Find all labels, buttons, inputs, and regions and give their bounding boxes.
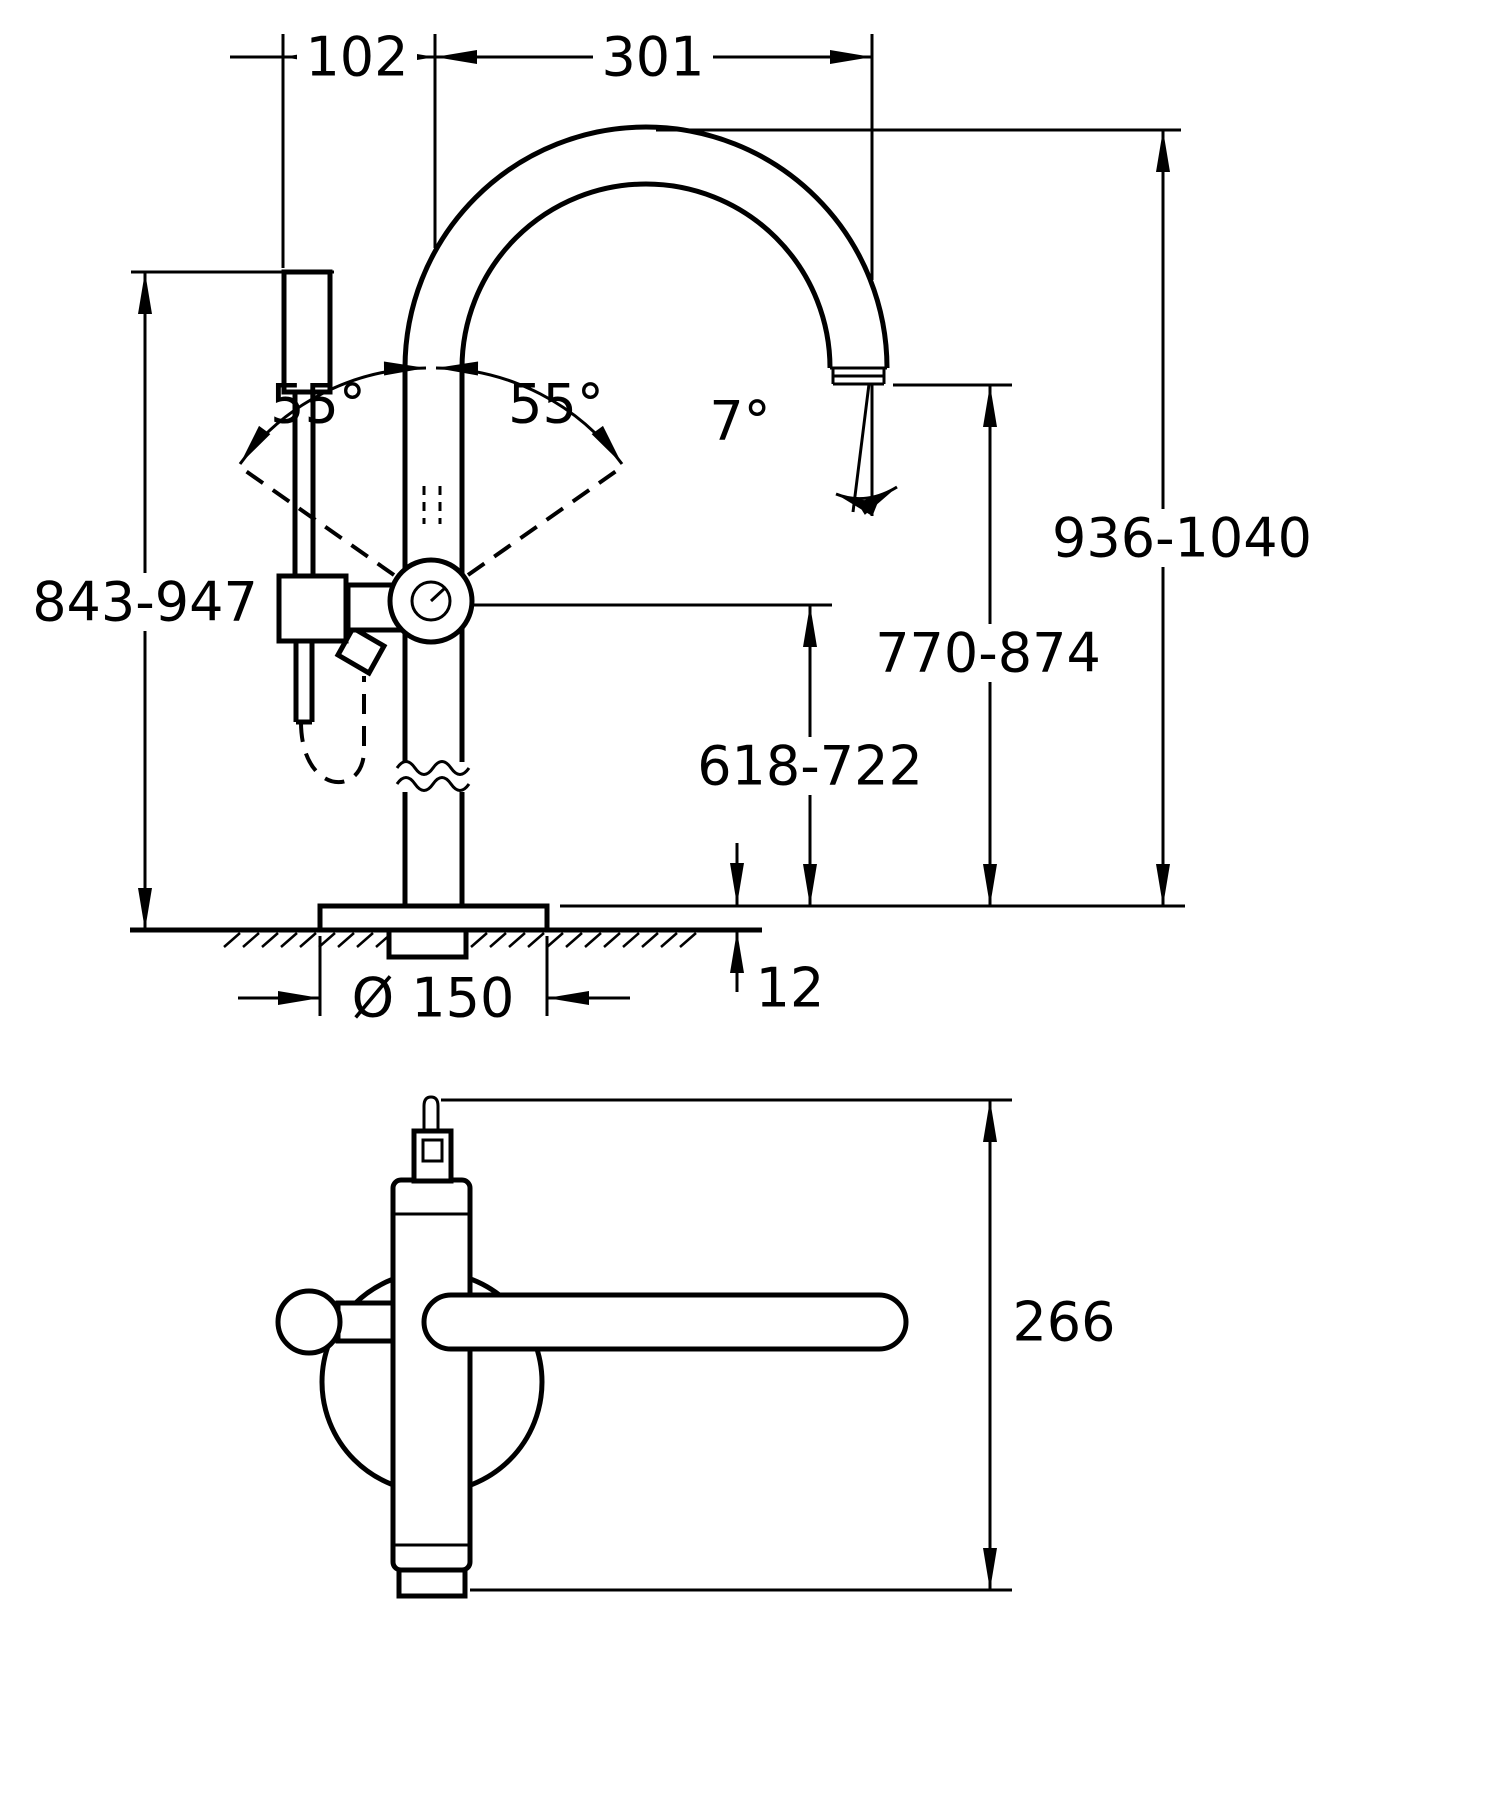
shower-holder [276, 573, 349, 644]
handle-position-left [238, 465, 396, 577]
angle-arc-left [238, 361, 427, 465]
handle-position-right [466, 465, 624, 577]
spout-angle-indicator [835, 383, 898, 517]
plan-bottom-fitting [396, 1567, 468, 1599]
angle-arc-right [435, 361, 624, 465]
angle-left-label: 55° [270, 373, 366, 436]
dim-shower-height [25, 270, 334, 930]
dim-266-label: 266 [1012, 1291, 1115, 1354]
handle-swing-indicator [238, 361, 624, 577]
dim-770-874-label: 770-874 [875, 622, 1101, 685]
angle-right-label: 55° [508, 373, 604, 436]
dim-301-label: 301 [601, 26, 704, 89]
dim-936-1040-label: 936-1040 [1052, 507, 1312, 570]
dim-total-height [656, 128, 1320, 906]
plan-body [390, 1177, 473, 1573]
dim-top-chain [230, 29, 874, 280]
plan-knob-stem [335, 1300, 400, 1344]
handle-hub [387, 557, 475, 645]
plan-view [275, 1095, 909, 1599]
hidden-cartridge-lines [422, 486, 442, 524]
dim-handle-height [472, 603, 930, 906]
break-squiggle [395, 760, 471, 776]
plan-lever-handle [421, 1292, 909, 1352]
hose-nipple [334, 624, 388, 677]
base-plate [317, 903, 550, 960]
aerator [831, 368, 886, 386]
dim-843-947-label: 843-947 [32, 571, 258, 634]
dim-plan-length [441, 1098, 1012, 1592]
dim-base-diameter [238, 936, 630, 1016]
shower-hose [299, 676, 366, 785]
hand-shower [276, 269, 409, 785]
dim-618-722-label: 618-722 [697, 735, 923, 798]
dim-spout-height [868, 383, 1108, 906]
plan-top-hook [422, 1095, 440, 1131]
dim-12-label: 12 [756, 957, 825, 1020]
plan-knob [275, 1288, 343, 1356]
dim-base-diameter-label: Ø 150 [352, 967, 515, 1030]
dim-102-label: 102 [305, 26, 408, 89]
spout-arc [402, 124, 890, 386]
spout-angle-label: 7° [709, 390, 770, 453]
